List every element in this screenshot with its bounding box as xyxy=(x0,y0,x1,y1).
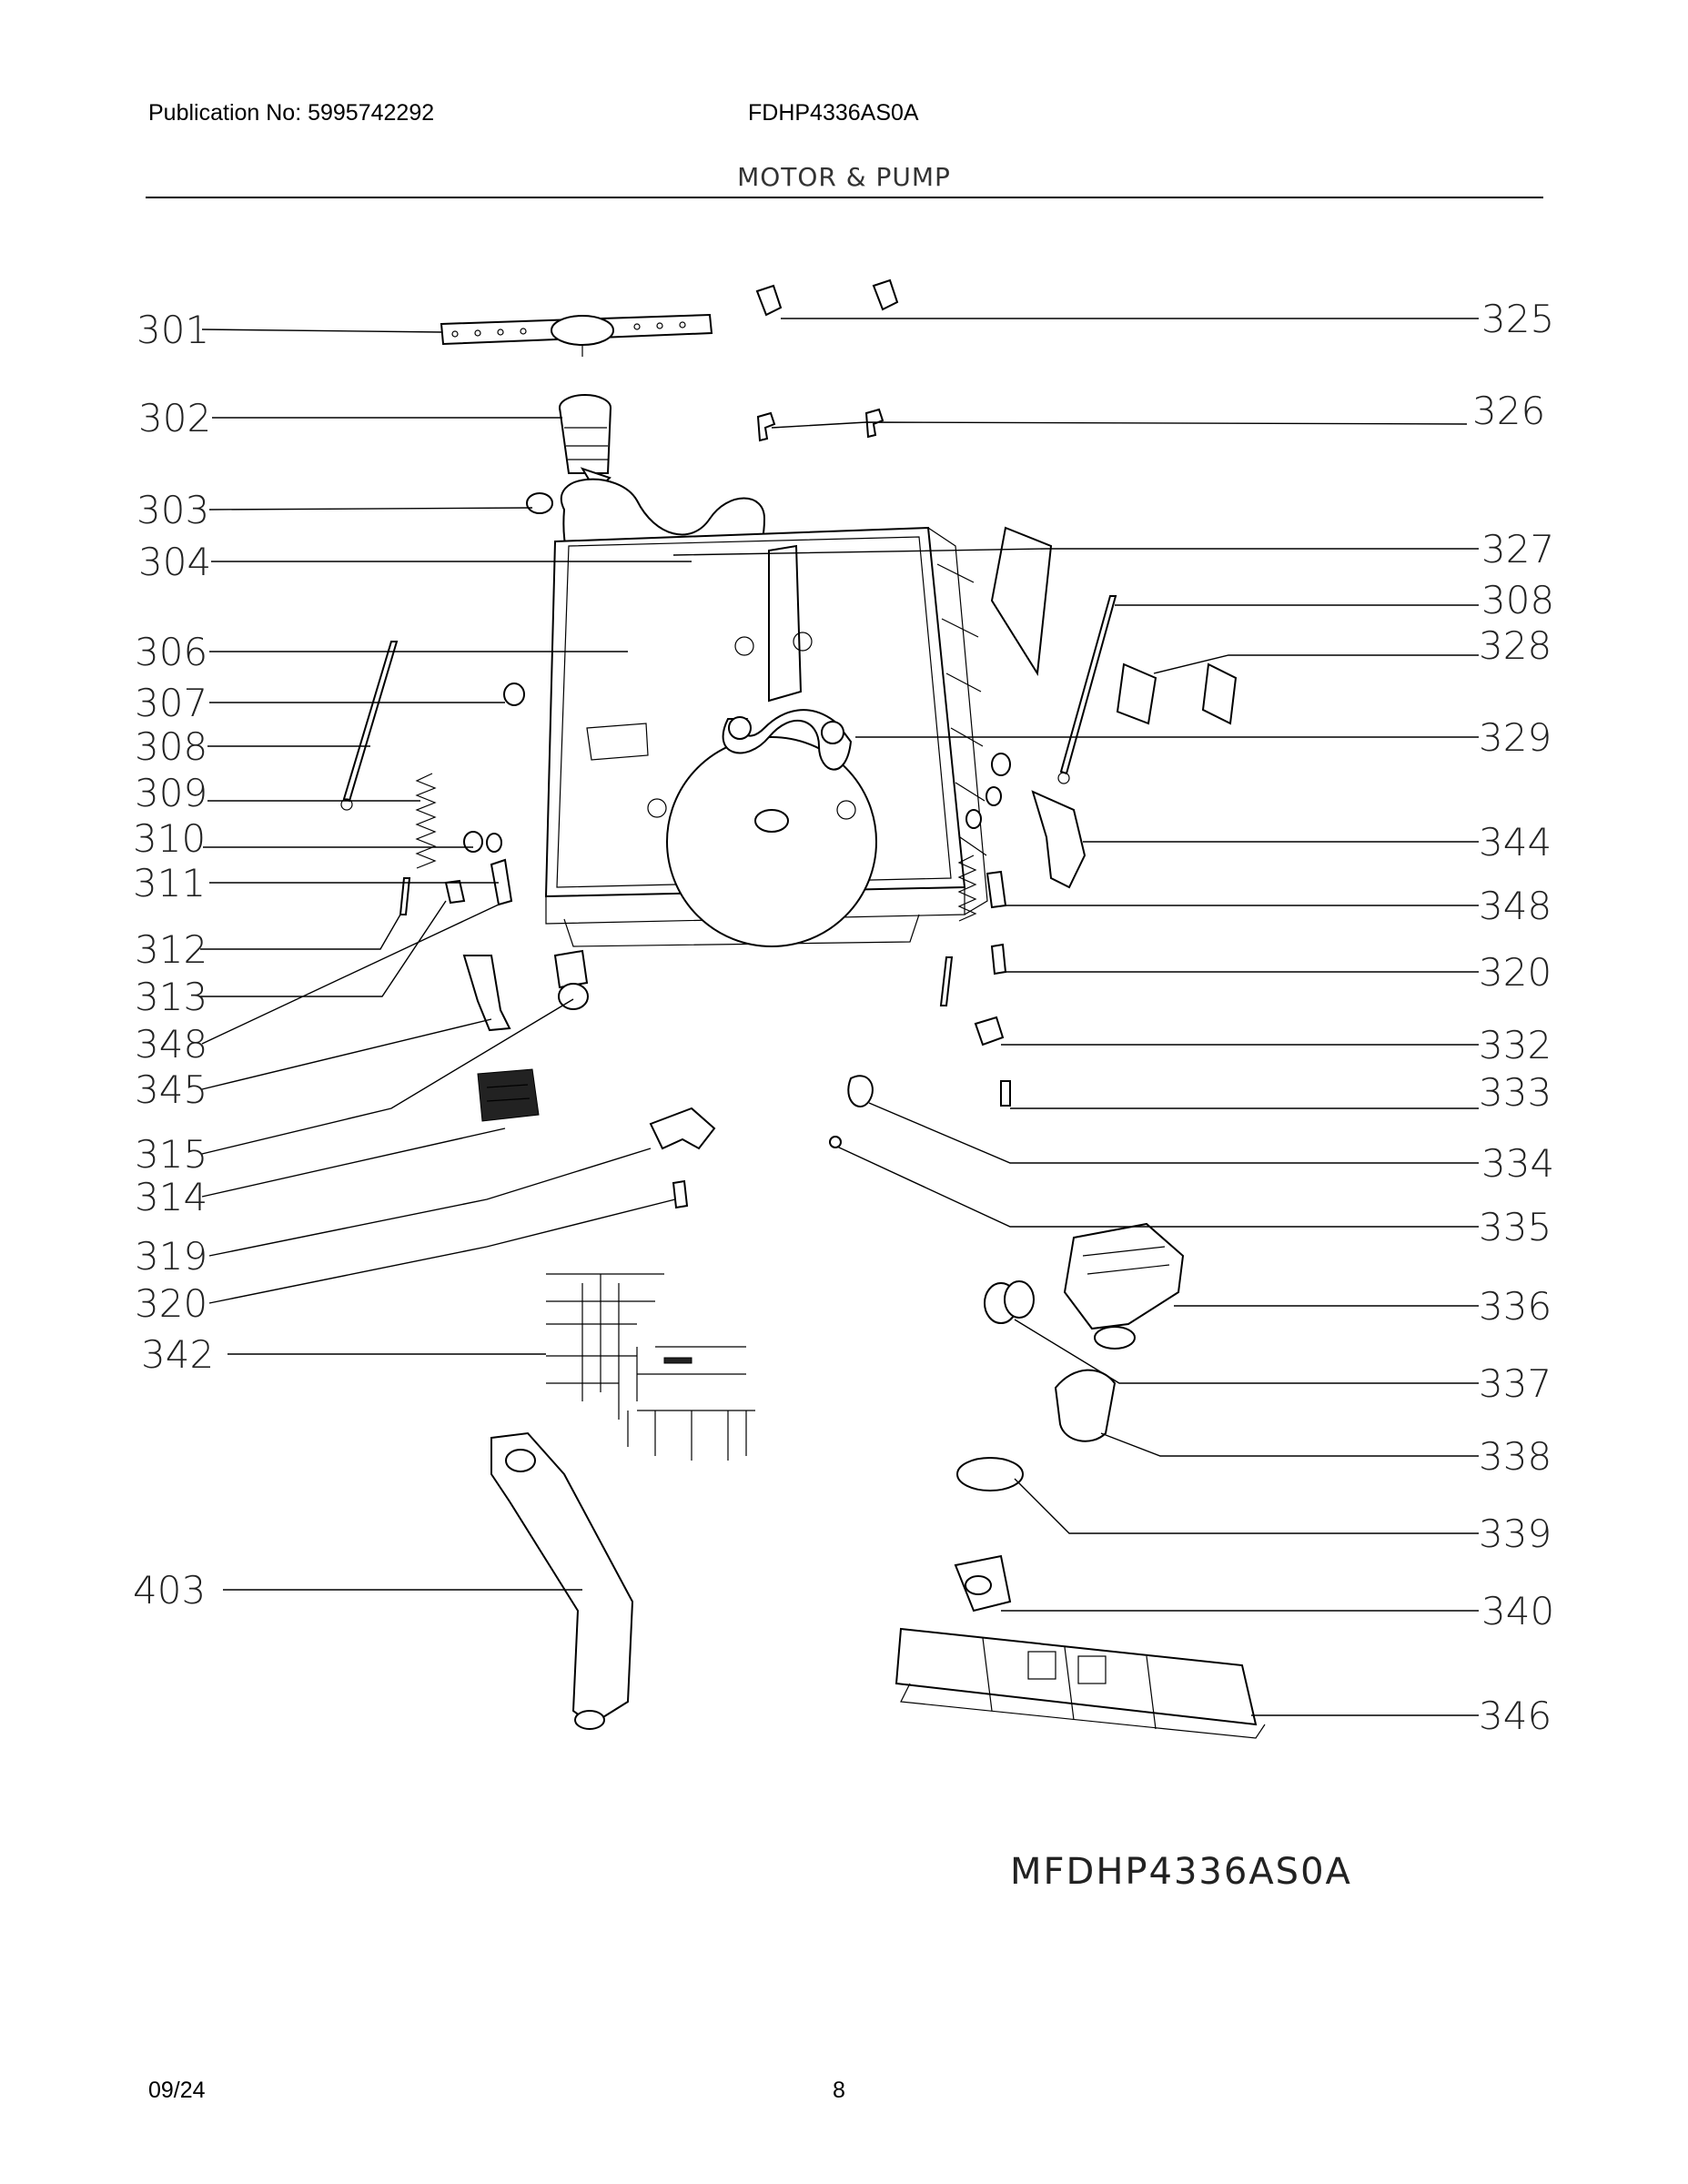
publication-number: Publication No: 5995742292 xyxy=(148,100,435,126)
part-338-elbow-hose[interactable] xyxy=(1054,1369,1117,1442)
part-307-ring[interactable] xyxy=(503,682,525,706)
part-403-drain-duct[interactable] xyxy=(490,1431,634,1730)
part-344-hinge-right[interactable] xyxy=(1031,790,1087,889)
part-329-ring[interactable] xyxy=(965,753,1011,829)
part-337-seal[interactable] xyxy=(984,1280,1035,1324)
callout-301: 301 xyxy=(136,308,209,352)
callout-332: 332 xyxy=(1479,1023,1552,1067)
callout-335: 335 xyxy=(1479,1205,1552,1249)
part-302-wash-tube[interactable] xyxy=(559,394,612,493)
callout-325: 325 xyxy=(1481,297,1554,341)
callout-308-right: 308 xyxy=(1481,578,1554,622)
part-345-hinge[interactable] xyxy=(462,955,511,1032)
model-number: FDHP4336AS0A xyxy=(748,100,919,126)
callout-338: 338 xyxy=(1479,1434,1552,1479)
section-title: MOTOR & PUMP xyxy=(737,162,951,192)
part-303-nut[interactable] xyxy=(526,492,553,514)
part-342-wiring-harness[interactable] xyxy=(546,1273,755,1461)
callout-346: 346 xyxy=(1479,1694,1552,1738)
callout-344: 344 xyxy=(1479,820,1552,864)
callout-320: 320 xyxy=(135,1281,207,1326)
part-334-clamp[interactable] xyxy=(847,1075,874,1107)
part-325-clips[interactable] xyxy=(755,278,899,317)
part-348-spring-right[interactable] xyxy=(957,854,1007,922)
part-309-spring[interactable] xyxy=(415,773,437,869)
callout-348: 348 xyxy=(135,1022,207,1067)
callout-320-right: 320 xyxy=(1479,950,1552,995)
callout-328: 328 xyxy=(1479,623,1552,668)
callout-310: 310 xyxy=(133,816,206,861)
callout-403: 403 xyxy=(133,1568,206,1613)
callout-314: 314 xyxy=(135,1175,207,1219)
part-310-311-313-small-parts[interactable] xyxy=(399,831,513,915)
callout-340: 340 xyxy=(1481,1589,1554,1633)
left-callouts: 301 302 303 304 306 307 308 309 310 311 … xyxy=(133,308,214,1613)
callout-303: 303 xyxy=(136,488,209,532)
callout-337: 337 xyxy=(1479,1361,1552,1406)
callout-345: 345 xyxy=(135,1067,207,1112)
callout-304: 304 xyxy=(138,540,211,584)
part-328-gaskets[interactable] xyxy=(1116,662,1238,725)
part-335-screw[interactable] xyxy=(829,1136,842,1148)
diagram-model-label: MFDHP4336AS0A xyxy=(1010,1851,1352,1893)
part-308-rods[interactable] xyxy=(340,595,1117,811)
part-301-upper-spray-arm[interactable] xyxy=(440,313,713,357)
callout-306: 306 xyxy=(135,630,207,674)
callout-326: 326 xyxy=(1472,389,1545,433)
part-346-base-plate[interactable] xyxy=(895,1627,1266,1739)
part-319-bracket[interactable] xyxy=(649,1107,716,1150)
part-340-sump[interactable] xyxy=(954,1554,1012,1613)
callout-309: 309 xyxy=(135,771,207,815)
callout-327: 327 xyxy=(1481,527,1554,571)
callout-333: 333 xyxy=(1479,1070,1552,1115)
tub-assembly[interactable] xyxy=(544,526,988,947)
callout-336: 336 xyxy=(1479,1284,1552,1329)
part-333-screw[interactable] xyxy=(1000,1080,1011,1107)
callout-313: 313 xyxy=(135,975,207,1019)
callout-319: 319 xyxy=(135,1234,207,1279)
callout-308: 308 xyxy=(135,724,207,769)
part-320-pin-right[interactable] xyxy=(939,956,954,1006)
part-314-control-module[interactable] xyxy=(477,1068,540,1122)
part-339-gasket[interactable] xyxy=(956,1457,1024,1491)
part-327-deflector[interactable] xyxy=(990,526,1053,676)
callout-342: 342 xyxy=(141,1332,214,1377)
callout-311: 311 xyxy=(133,861,206,905)
callout-334: 334 xyxy=(1481,1141,1554,1186)
part-336-circulation-motor[interactable] xyxy=(1063,1222,1185,1350)
part-320-clip-right[interactable] xyxy=(990,943,1007,976)
parts-drawing xyxy=(340,278,1266,1739)
header-rule xyxy=(146,197,1543,198)
part-320-clip[interactable] xyxy=(672,1179,689,1209)
callout-312: 312 xyxy=(135,927,207,972)
part-326-brackets[interactable] xyxy=(756,408,884,442)
footer-date: 09/24 xyxy=(148,2078,206,2103)
callout-315: 315 xyxy=(135,1132,207,1177)
callout-339: 339 xyxy=(1479,1512,1552,1556)
footer-page-number: 8 xyxy=(833,2078,845,2103)
part-332-clamp[interactable] xyxy=(974,1016,1005,1046)
callout-302: 302 xyxy=(138,396,211,440)
callout-307: 307 xyxy=(135,681,207,725)
callout-348-right: 348 xyxy=(1479,884,1552,928)
leader-lines xyxy=(200,318,1479,1716)
callout-329: 329 xyxy=(1479,715,1552,760)
right-callouts: 325 326 327 308 328 329 344 348 320 332 … xyxy=(1472,297,1554,1738)
